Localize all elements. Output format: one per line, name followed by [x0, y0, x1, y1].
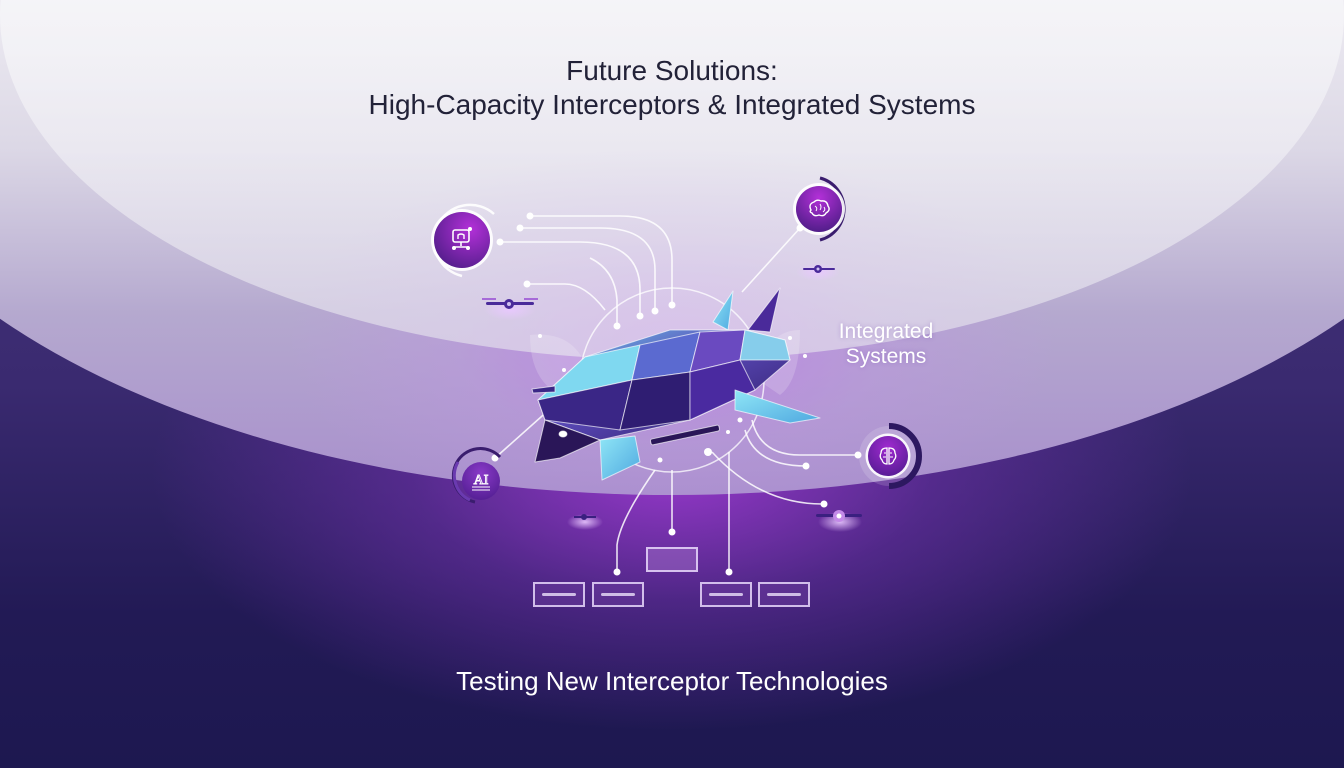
brain-node-right	[868, 436, 908, 476]
output-box-3	[700, 582, 752, 607]
center-box	[646, 547, 698, 572]
dash	[601, 593, 635, 596]
ai-node: AI	[462, 462, 500, 500]
brain-node-top	[796, 186, 842, 232]
output-box-4	[758, 582, 810, 607]
interceptor-craft	[531, 287, 821, 481]
drone-icon-bottom-right	[816, 510, 862, 532]
slide-title: Future Solutions: High-Capacity Intercep…	[0, 54, 1344, 122]
robot-cart-node	[434, 212, 490, 268]
dash	[767, 593, 801, 596]
drone-icon-left	[482, 298, 538, 320]
drone-icon-bottom-left	[567, 514, 603, 530]
integrated-label-line-1: Integrated	[838, 320, 934, 343]
output-box-1	[533, 582, 585, 607]
svg-text:AI: AI	[474, 473, 489, 488]
connector-dots	[491, 212, 862, 576]
integrated-systems-label: Integrated Systems	[812, 319, 960, 369]
dash	[709, 593, 743, 596]
robot-cart-icon	[452, 227, 472, 250]
title-line-2: High-Capacity Interceptors & Integrated …	[368, 89, 976, 120]
output-box-2	[592, 582, 644, 607]
bottom-caption: Testing New Interceptor Technologies	[456, 666, 888, 696]
drone-icon-top-right	[796, 263, 840, 281]
title-line-1: Future Solutions:	[566, 55, 778, 86]
integrated-label-line-2: Systems	[845, 345, 927, 368]
brain-icon	[809, 199, 830, 217]
ai-icon: AI	[472, 473, 490, 491]
dash	[542, 593, 576, 596]
brain-icon	[879, 447, 897, 465]
